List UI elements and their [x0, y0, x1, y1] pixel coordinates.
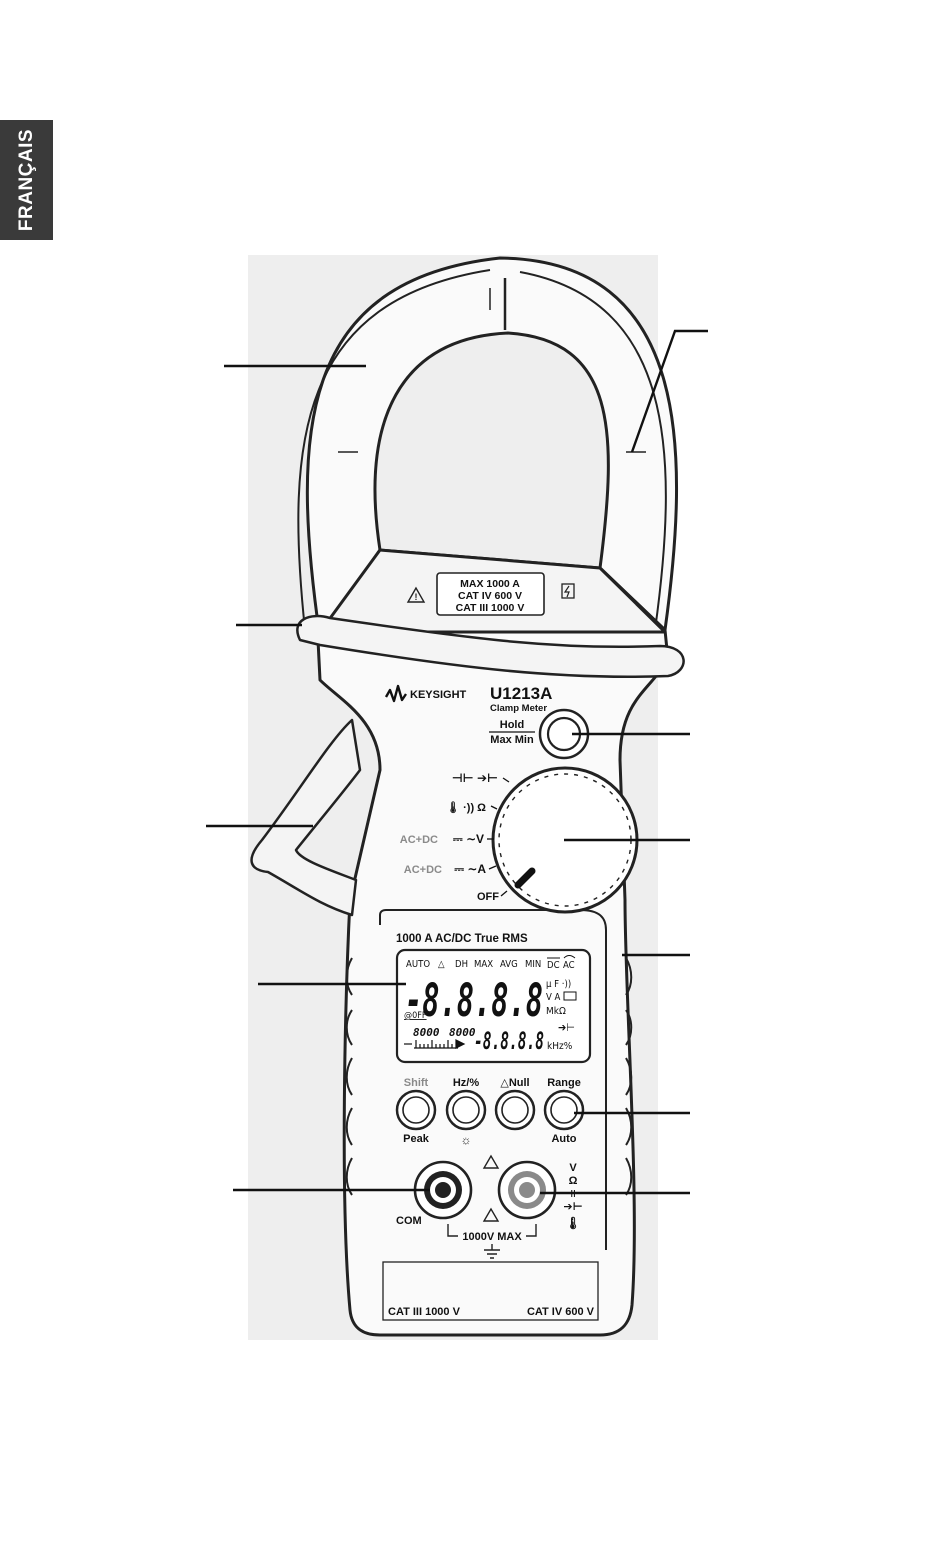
dial-pos-volt: ⎓ ∼V — [453, 832, 484, 846]
cat-left-label: CAT III 1000 V — [388, 1306, 461, 1318]
dial-tick-2 — [490, 805, 498, 810]
hz-button-inner — [452, 1096, 480, 1124]
lcd-mini-right: 8000 — [449, 1026, 476, 1039]
lcd-avg: AVG — [500, 959, 518, 970]
lcd-unit-row2: V A — [546, 992, 561, 1003]
button-shift-label: Shift — [404, 1077, 429, 1089]
jaw-outer-inset — [297, 269, 491, 631]
lcd-unit-row3: MkΩ — [546, 1006, 566, 1017]
bar-graph-arrow — [455, 1039, 466, 1049]
lcd-diode: ➔⊢ — [558, 1021, 575, 1034]
lcd-main-digits: -8.8.8.8 — [405, 974, 543, 1027]
rating-line-2: CAT IV 600 V — [458, 590, 522, 602]
rating-line-1: MAX 1000 A — [460, 578, 520, 590]
com-terminal-pin — [435, 1182, 451, 1198]
voltage-terminal-pin — [519, 1182, 535, 1198]
maxmin-label: Max Min — [490, 734, 534, 746]
panel-divider — [379, 909, 607, 1250]
button-range-label: Range — [547, 1077, 581, 1089]
cat-right-label: CAT IV 600 V — [527, 1306, 595, 1318]
terminal-warning-icon — [482, 1154, 500, 1169]
lcd-bezel — [395, 948, 592, 1064]
hand-guard — [296, 614, 685, 678]
cat-rating-bar: CAT III 1000 V CAT IV 600 V — [382, 1261, 599, 1321]
rating-box — [436, 572, 545, 616]
dial-pos-capacitance: ⊣⊢ ➔⊢ — [452, 771, 498, 785]
terminal-symbol-ohm: Ω — [569, 1175, 578, 1187]
dial-tick-5 — [500, 890, 508, 897]
max-voltage-label: 1000V MAX — [462, 1231, 522, 1243]
brand-name: KEYSIGHT — [410, 689, 467, 701]
left-grip — [345, 957, 353, 1196]
display-title: 1000 A AC/DC True RMS — [396, 933, 528, 945]
model-number: U1213A — [490, 684, 552, 703]
lcd-unit-row1: μ F ·)) — [546, 979, 571, 990]
model-subtitle: Clamp Meter — [490, 703, 547, 714]
lightning-icon — [563, 585, 570, 598]
callout-jaw-tip — [630, 329, 708, 453]
bar-graph — [404, 1039, 466, 1049]
lcd-ac: AC — [563, 960, 575, 971]
lcd-auto: AUTO — [406, 959, 430, 970]
lcd-khz: kHz% — [547, 1041, 573, 1052]
rating-plate: MAX 1000 A CAT IV 600 V CAT III 1000 V ! — [406, 572, 575, 616]
lcd-min: MIN — [525, 959, 541, 970]
brand-block: KEYSIGHT U1213A Clamp Meter — [384, 684, 552, 714]
terminal-symbol-diode: ➔⊢ — [563, 1201, 582, 1213]
dial-pos-volt-acdc: AC+DC — [400, 834, 438, 846]
button-auto-label: Auto — [551, 1133, 576, 1145]
terminal-symbol-cap: ⊣⊢ — [564, 1189, 582, 1200]
callout-lines — [206, 329, 708, 1195]
null-button-inner — [501, 1096, 529, 1124]
dial-pos-off: OFF — [477, 891, 499, 903]
lcd-delta: △ — [438, 959, 445, 970]
hold-maxmin-group: Hold Max Min — [489, 708, 590, 760]
button-null-label: △Null — [500, 1077, 529, 1089]
jaw-outer — [305, 256, 678, 640]
dial-pos-amp-acdc: AC+DC — [404, 864, 442, 876]
lcd-display: 1000 A AC/DC True RMS AUTO △ DH MAX AVG … — [395, 933, 592, 1064]
ground-icon — [484, 1244, 500, 1259]
warning-icon-mark: ! — [415, 592, 418, 602]
battery-icon — [563, 991, 577, 1001]
lcd-dc: DC — [547, 960, 560, 971]
language-tab: FRANÇAIS — [0, 120, 53, 240]
terminal-symbol-v: V — [569, 1162, 577, 1174]
dial-pos-amp: ⎓ ∼A — [454, 862, 486, 876]
function-buttons: Shift Peak Hz/% ☼ △Null Range Auto — [395, 1077, 585, 1147]
terminal-warning-icon-2 — [482, 1207, 500, 1222]
button-peak-label: Peak — [403, 1133, 430, 1145]
range-button-inner — [550, 1096, 578, 1124]
cat-bar-frame — [382, 1261, 599, 1321]
hold-label: Hold — [500, 719, 524, 731]
lcd-dh: DH — [455, 959, 468, 970]
double-insulation-icon — [561, 583, 575, 599]
max-bracket — [447, 1224, 537, 1237]
dial-tick-1 — [502, 777, 510, 783]
dial-pointer — [514, 867, 536, 889]
terminal-symbol-temp: 🌡 — [565, 1216, 580, 1230]
shift-button-inner — [402, 1096, 430, 1124]
backlight-icon: ☼ — [461, 1133, 472, 1147]
lcd-sub-digits: -8.8.8.8 — [474, 1027, 544, 1055]
jaw-trigger[interactable] — [250, 718, 362, 917]
right-grip — [625, 957, 633, 1196]
com-label: COM — [396, 1215, 422, 1227]
lcd-apo: @0FF — [404, 1011, 427, 1021]
keysight-logo-icon — [384, 684, 407, 703]
button-hz-label: Hz/% — [453, 1077, 480, 1089]
lcd-mini-left: 8000 — [413, 1026, 440, 1039]
rating-line-3: CAT III 1000 V — [456, 602, 525, 614]
lcd-max: MAX — [474, 959, 493, 970]
lcd-ac-wave — [563, 955, 576, 959]
dial-tick-4 — [488, 865, 497, 870]
input-terminals: COM 1000V MAX V Ω ⊣⊢ ➔⊢ 🌡 — [396, 1154, 583, 1259]
dial-pos-resistance: 🌡 ·)) Ω — [446, 801, 486, 814]
warning-icon — [406, 586, 426, 603]
